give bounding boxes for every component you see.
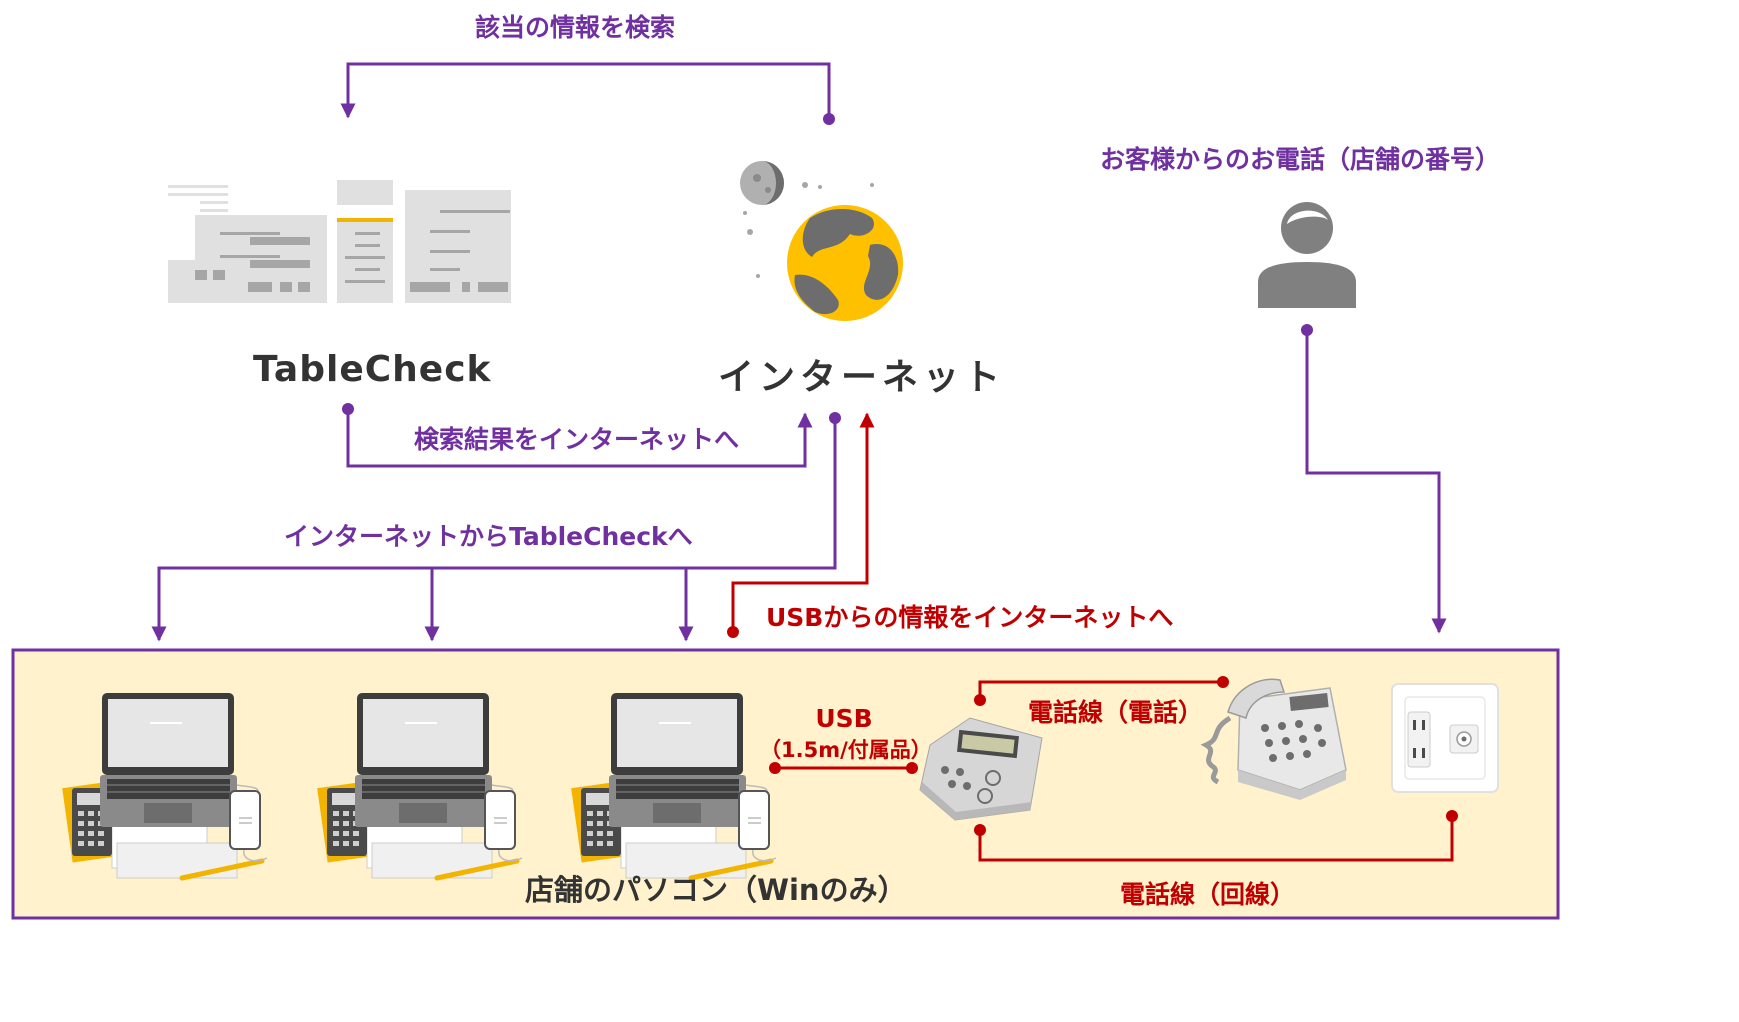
label-search-info: 該当の情報を検索 xyxy=(475,13,676,42)
label-phone-line-wall: 電話線（回線） xyxy=(1120,880,1296,909)
connector-search-info xyxy=(340,62,835,125)
web-screens-icon xyxy=(168,180,511,303)
connector-results-to-internet xyxy=(342,403,813,468)
telephone-icon xyxy=(1200,678,1347,800)
label-tablecheck: TableCheck xyxy=(253,349,492,390)
call-id-device-icon xyxy=(919,717,1043,821)
connector-usb-to-internet xyxy=(727,412,875,638)
connector-customer-call xyxy=(1301,324,1447,634)
connector-usb-cable xyxy=(769,762,918,774)
label-phone-line-phone: 電話線（電話） xyxy=(1028,698,1204,727)
label-results-to-internet: 検索結果をインターネットへ xyxy=(414,425,740,454)
phone-wall-outlet-icon xyxy=(1391,683,1499,793)
label-customer-call: お客様からのお電話（店舗の番号） xyxy=(1100,145,1501,174)
connector-phone-line-wall xyxy=(974,810,1458,862)
person-icon xyxy=(1258,202,1356,308)
label-usb: USB xyxy=(815,704,873,733)
label-usb-to-internet: USBからの情報をインターネットへ xyxy=(766,603,1174,632)
label-shop-pcs: 店舗のパソコン（Winのみ） xyxy=(525,873,907,907)
connector-internet-to-pcs xyxy=(151,412,841,642)
label-usb-detail: （1.5m/付属品） xyxy=(760,738,932,762)
globe-moon-icon xyxy=(740,161,903,321)
label-internet: インターネット xyxy=(718,357,1006,398)
label-internet-to-tablecheck: インターネットからTableCheckへ xyxy=(284,522,693,551)
connector-phone-line-phone xyxy=(974,676,1229,706)
